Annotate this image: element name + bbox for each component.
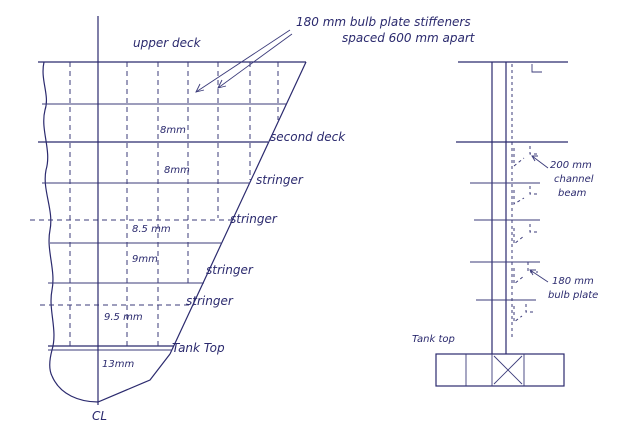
channel-beam-arrowhead bbox=[531, 155, 538, 162]
hull-side-line bbox=[42, 61, 55, 377]
stiffener-note-line2: spaced 600 mm apart bbox=[342, 31, 476, 45]
channel-beam-label-1: 200 mm bbox=[550, 160, 592, 171]
double-bottom-cross bbox=[493, 355, 523, 385]
channel-beam-bracket bbox=[513, 186, 540, 205]
arrowhead-2 bbox=[217, 79, 227, 89]
top-bracket bbox=[531, 64, 542, 73]
thickness-label: 8mm bbox=[160, 125, 186, 136]
second-deck-label: second deck bbox=[270, 130, 346, 144]
bulb-plate-label-1: 180 mm bbox=[552, 276, 594, 287]
stringer-label-3: stringer bbox=[206, 263, 254, 277]
thickness-label: 9mm bbox=[132, 254, 158, 265]
channel-beam-bracket bbox=[513, 146, 540, 168]
tank-top-label-right: Tank top bbox=[412, 334, 455, 345]
bulb-plate-leader bbox=[529, 269, 549, 283]
stiffener-note-line1: 180 mm bulb plate stiffeners bbox=[296, 15, 471, 29]
channel-beam-leader bbox=[531, 155, 549, 169]
profile-view: 200 mm channel beam 180 mm bulb plate Ta… bbox=[412, 61, 598, 387]
bulb-plate-arrowhead bbox=[529, 269, 536, 276]
upper-deck-label: upper deck bbox=[133, 36, 202, 50]
leader-arrow-2 bbox=[217, 33, 293, 89]
stringer-label-2: stringer bbox=[230, 212, 278, 226]
thickness-label: 9.5 mm bbox=[104, 312, 143, 323]
channel-beam-bracket bbox=[513, 262, 538, 286]
thickness-label: 8.5 mm bbox=[132, 224, 171, 235]
bulb-plate-label-2: bulb plate bbox=[548, 290, 598, 301]
tank-top-label-left: Tank Top bbox=[172, 341, 225, 355]
channel-beam-label-3: beam bbox=[558, 188, 587, 199]
double-bottom-box bbox=[435, 353, 565, 387]
thickness-label: 13mm bbox=[102, 359, 134, 370]
centreline-label: CL bbox=[92, 409, 107, 423]
thickness-label: 8mm bbox=[164, 165, 190, 176]
channel-beam-label-2: channel bbox=[554, 174, 594, 185]
arrowhead-1 bbox=[195, 83, 205, 93]
stringer-label-1: stringer bbox=[256, 173, 304, 187]
section-view: CL upper deck 180 mm bulb plate stiffene… bbox=[30, 15, 476, 423]
channel-beam-bracket bbox=[513, 224, 540, 246]
leader-arrow-1 bbox=[195, 29, 291, 93]
shell-slope-line bbox=[169, 61, 307, 355]
stringer-label-4: stringer bbox=[186, 294, 234, 308]
channel-beam-bracket bbox=[513, 304, 534, 323]
